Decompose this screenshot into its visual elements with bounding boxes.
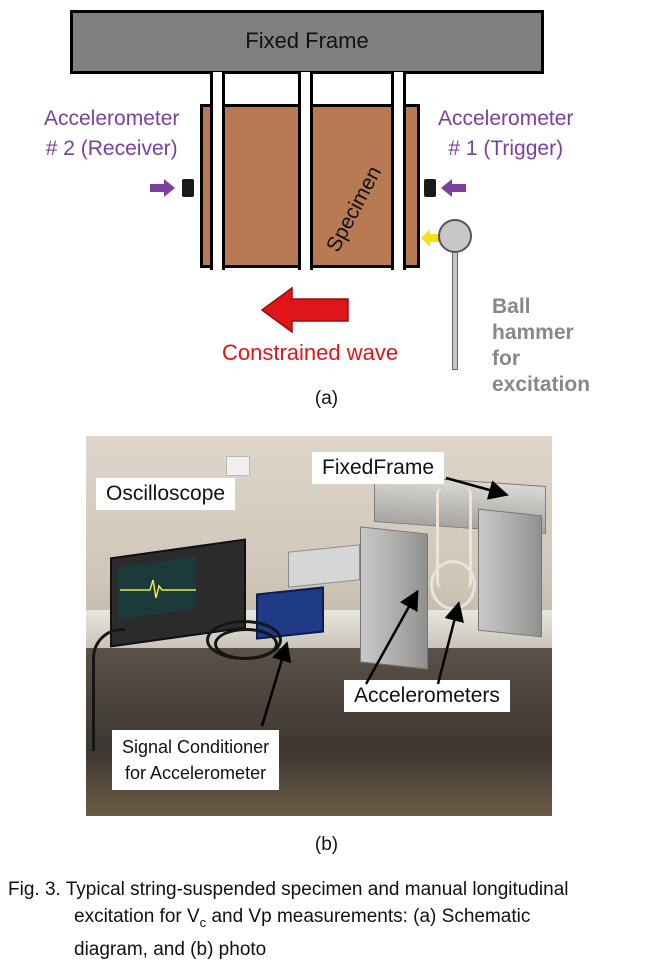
subfigure-a-label: (a) xyxy=(314,388,339,409)
subfigure-b-label: (b) xyxy=(314,834,339,855)
constrained-wave-arrow-icon xyxy=(260,286,349,334)
accelerometer-2-arrow-icon xyxy=(150,179,175,197)
accelerometer-2-line2: # 2 (Receiver) xyxy=(45,137,178,160)
ball-hammer-head xyxy=(438,219,472,253)
fixed-frame-arrow-icon xyxy=(445,476,509,500)
constrained-wave-label: Constrained wave xyxy=(222,340,399,365)
hammer-line2: hammer xyxy=(492,321,574,344)
signal-conditioner-arrow-icon xyxy=(260,641,292,727)
caption-line3: diagram, and (b) photo xyxy=(74,938,267,960)
accelerometer-1 xyxy=(424,179,436,197)
accelerometer-2-label: Accelerometer # 2 (Receiver) xyxy=(44,104,179,164)
accelerometer-2-line1: Accelerometer xyxy=(44,107,180,130)
hammer-line4: excitation xyxy=(492,373,591,396)
hammer-line3: for xyxy=(492,347,520,370)
photo-fixed-frame-label: FixedFrame xyxy=(312,452,445,484)
accelerometer-1-line2: # 1 (Trigger) xyxy=(448,137,564,160)
photo-wall-socket xyxy=(226,456,250,476)
hammer-line1: Ball xyxy=(492,295,531,318)
caption-line2: excitation for Vc and Vp measurements: (… xyxy=(8,903,640,936)
accelerometer-arrow-left-icon xyxy=(364,589,419,685)
string-left-front xyxy=(210,104,225,268)
caption-line2-sub: c xyxy=(199,914,207,930)
signal-conditioner-line2: for Accelerometer xyxy=(125,763,267,783)
caption-line1: Fig. 3. Typical string-suspended specime… xyxy=(8,879,569,900)
ball-hammer-handle xyxy=(452,252,458,370)
signal-conditioner-line1: Signal Conditioner xyxy=(122,737,270,757)
photo-suspension-strings xyxy=(436,488,472,588)
ball-hammer-label: Ball hammer for excitation xyxy=(492,294,590,398)
accelerometers-label: Accelerometers xyxy=(344,680,510,712)
caption-line2-a: excitation for V xyxy=(74,906,200,927)
photo-arrows xyxy=(260,476,509,727)
string-right-front xyxy=(391,104,406,268)
string-middle-front xyxy=(298,104,313,268)
fixed-frame-label: Fixed Frame xyxy=(245,28,369,53)
oscilloscope-trace-icon xyxy=(120,579,196,599)
signal-conditioner-label: Signal Conditioner for Accelerometer xyxy=(112,730,280,790)
caption-line2-b: and Vp measurements: (a) Schematic xyxy=(206,906,531,927)
oscilloscope-label: Oscilloscope xyxy=(96,478,236,510)
accelerometer-1-line1: Accelerometer xyxy=(438,107,574,130)
accelerometer-1-label: Accelerometer # 1 (Trigger) xyxy=(438,104,573,164)
accelerometer-arrow-right-icon xyxy=(436,601,464,685)
excitation-arrow-icon xyxy=(421,229,440,247)
accelerometer-2 xyxy=(182,179,194,197)
figure-caption: Fig. 3. Typical string-suspended specime… xyxy=(8,876,640,963)
accelerometer-1-arrow-icon xyxy=(441,179,466,197)
